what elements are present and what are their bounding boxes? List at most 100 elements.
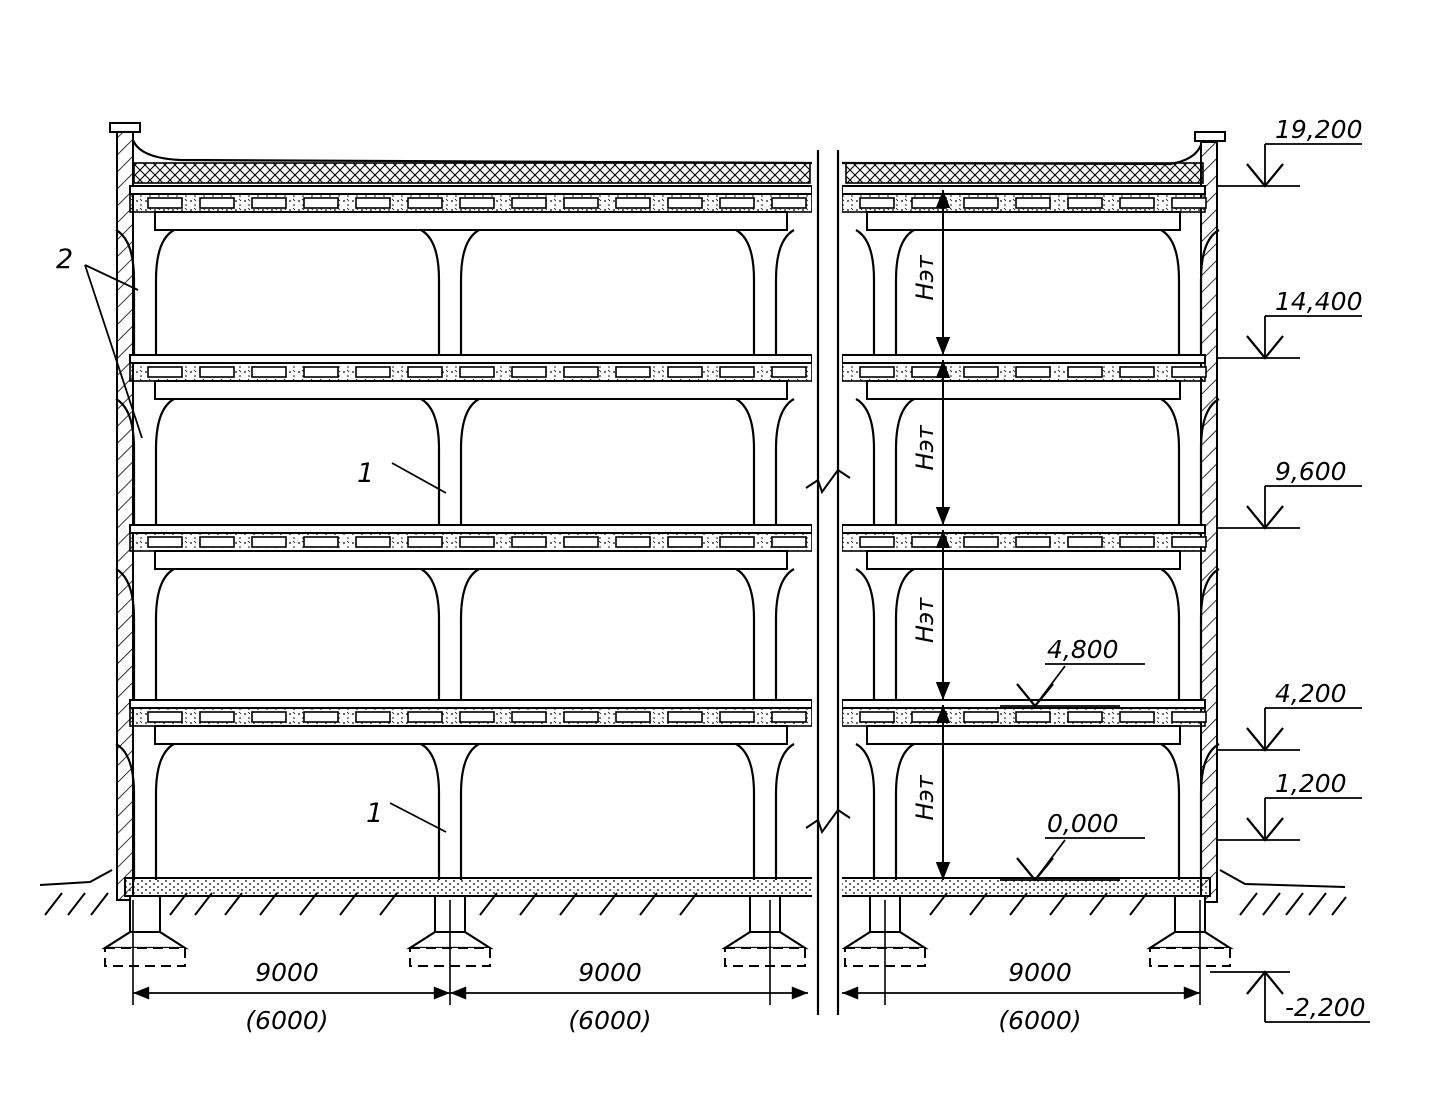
span-alt-label-0: (6000) (245, 1006, 328, 1035)
slab-void (667, 366, 703, 378)
beam-0-1 (866, 211, 1181, 231)
level-marks: 19,20014,4009,6004,2001,200-2,2004,8000,… (1000, 115, 1370, 1023)
slab-void (771, 536, 807, 548)
column-0-0 (115, 229, 175, 355)
column-4-3 (1160, 743, 1220, 880)
column-0-2 (115, 568, 175, 700)
slab-void (1171, 711, 1207, 723)
slab-void (1067, 711, 1103, 723)
foundation-footing-0 (104, 947, 186, 967)
roof-top-line-right (841, 144, 1203, 166)
slab-void (1119, 536, 1155, 548)
level-tick-7 (1016, 857, 1054, 882)
slab-void (615, 711, 651, 723)
slab-void (771, 197, 807, 209)
slab-void (355, 536, 391, 548)
span-alt-label-1: (6000) (568, 1006, 651, 1035)
beam-3-0 (154, 725, 788, 745)
slab-2-0 (129, 524, 813, 534)
slab-void (355, 711, 391, 723)
slab-void (859, 197, 895, 209)
slab-void (719, 536, 755, 548)
slab-void (407, 711, 443, 723)
slab-void (859, 366, 895, 378)
slab-void (1015, 711, 1051, 723)
column-2-2 (735, 568, 795, 700)
slab-void (911, 536, 947, 548)
slab-void (563, 536, 599, 548)
slab-void (199, 536, 235, 548)
slab-void (407, 366, 443, 378)
span-alt-label-2: (6000) (998, 1006, 1081, 1035)
roof-insulation-1 (845, 162, 1204, 184)
slab-void (859, 536, 895, 548)
column-3-2 (855, 568, 915, 700)
slab-void (459, 711, 495, 723)
slab-void (615, 536, 651, 548)
slab-void (1119, 197, 1155, 209)
slab-void (147, 536, 183, 548)
slab-void (963, 366, 999, 378)
foundation-taper-4 (1146, 931, 1234, 950)
break-mark-upper (805, 468, 851, 495)
slab-void (1171, 366, 1207, 378)
slab-void (615, 197, 651, 209)
slab-void (511, 197, 547, 209)
level-label-0: 19,200 (1275, 115, 1362, 144)
slab-void (911, 366, 947, 378)
left-outer-wall (116, 129, 134, 901)
span-dimensions: 9000(6000)9000(6000)9000(6000) (132, 900, 1201, 1035)
slab-void (147, 711, 183, 723)
level-label-1: 14,400 (1275, 287, 1362, 316)
slab-1-1 (841, 354, 1206, 364)
slab-void (303, 536, 339, 548)
slab-void (771, 366, 807, 378)
slab-void (1171, 536, 1207, 548)
beam-3-1 (866, 725, 1181, 745)
slab-void (355, 197, 391, 209)
foundation-footing-4 (1149, 947, 1231, 967)
slab-void (667, 536, 703, 548)
floor-height-label-2: Hэт (911, 597, 939, 643)
level-stem-6 (1034, 665, 1066, 707)
slab-void (1119, 366, 1155, 378)
slab-void (963, 536, 999, 548)
slab-3-0 (129, 699, 813, 709)
beam-1-1 (866, 380, 1181, 400)
span-length-label-2: 9000 (1008, 958, 1072, 987)
column-3-3 (855, 743, 915, 880)
beam-2-0 (154, 550, 788, 570)
slab-void (771, 711, 807, 723)
break-mark-lower (805, 808, 851, 835)
slab-void (1171, 197, 1207, 209)
slab-void (147, 197, 183, 209)
level-label-3: 4,200 (1275, 679, 1347, 708)
slab-void (615, 366, 651, 378)
level-stem-7 (1034, 839, 1066, 881)
slab-void (407, 536, 443, 548)
callout-column-label-lower: 1 (366, 798, 383, 829)
ground-hatch (44, 892, 1347, 916)
foundation-footing-2 (724, 947, 806, 967)
floor-height-label-1: Hэт (911, 424, 939, 470)
right-parapet-cap (1194, 131, 1226, 142)
slab-void (719, 366, 755, 378)
slab-void (147, 366, 183, 378)
slab-0-1 (841, 185, 1206, 195)
slab-void (199, 711, 235, 723)
callout-panel-label: 2 (56, 244, 73, 275)
slab-void (1015, 197, 1051, 209)
column-1-1 (420, 398, 480, 525)
slab-1-0 (129, 354, 813, 364)
slab-void (303, 711, 339, 723)
foundation-post-0 (129, 895, 161, 933)
slab-void (303, 197, 339, 209)
column-0-1 (115, 398, 175, 525)
slab-0-0 (129, 185, 813, 195)
column-1-2 (420, 568, 480, 700)
slab-void (355, 366, 391, 378)
building-frame (101, 122, 1234, 967)
slab-void (407, 197, 443, 209)
floor-height-label-3: Hэт (911, 774, 939, 820)
